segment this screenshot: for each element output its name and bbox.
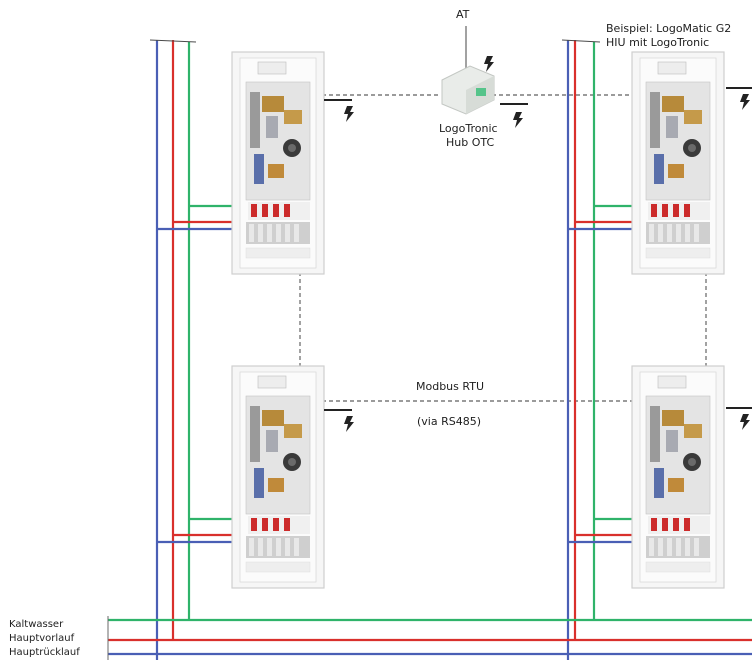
left-riser-pipes	[149, 39, 234, 660]
signal-lines	[299, 94, 707, 402]
example-label-line1: Beispiel: LogoMatic G2	[606, 22, 732, 35]
at-label: AT	[456, 8, 470, 21]
lightning-bolt-icon	[740, 94, 750, 110]
lightning-bolt-icon	[740, 414, 750, 430]
hiu-station-bottom-right	[631, 365, 725, 589]
legend-main-supply: Hauptvorlauf	[9, 633, 75, 644]
legend-cold-water: Kaltwasser	[9, 619, 64, 630]
legend-main-return: Hauptrücklauf	[9, 647, 80, 658]
hub-label-line2: Hub OTC	[446, 136, 495, 149]
right-riser-pipes	[561, 39, 632, 660]
lightning-bolt-icon	[513, 112, 523, 128]
lightning-bolt-icon	[344, 106, 354, 122]
main-pipes	[107, 616, 752, 660]
power-connections	[324, 87, 752, 411]
hiu-station-top-left	[231, 51, 325, 275]
example-label-line2: HIU mit LogoTronic	[606, 36, 710, 49]
rs485-label: (via RS485)	[417, 415, 482, 428]
hiu-station-top-right	[631, 51, 725, 275]
hub-device-icon	[441, 65, 495, 115]
lightning-bolt-icon	[344, 416, 354, 432]
hub-label-line1: LogoTronic	[439, 122, 498, 135]
modbus-label: Modbus RTU	[416, 380, 484, 393]
hiu-station-bottom-left	[231, 365, 325, 589]
lightning-bolt-icon	[484, 56, 494, 72]
